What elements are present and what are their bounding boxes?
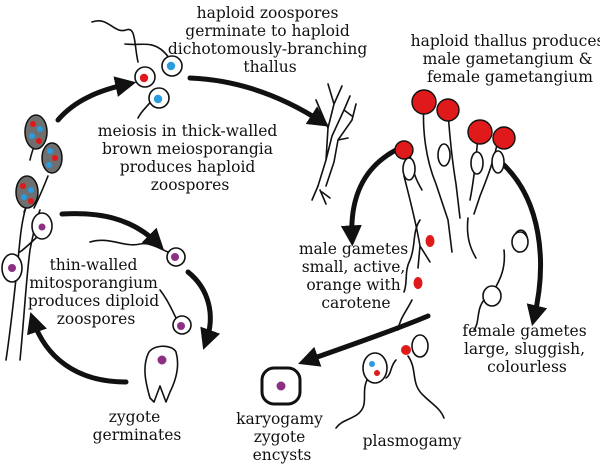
female-gametangium xyxy=(437,143,451,167)
cycle-arrows xyxy=(27,75,548,385)
germinating-haploid-thallus xyxy=(311,83,357,205)
female-gametangium xyxy=(470,151,484,175)
male-gametangium xyxy=(436,98,460,122)
arrow-zoospores-to-zygote xyxy=(185,269,221,350)
label-female-gametes: female gametes large, sluggish, colourle… xyxy=(462,322,591,376)
male-gametes xyxy=(397,219,435,331)
female-gametes xyxy=(473,229,529,331)
label-meiosis: meiosis in thick-walled brown meiosporan… xyxy=(98,122,282,194)
haploid-zoospores xyxy=(91,19,183,119)
encysted-zygote xyxy=(260,366,302,406)
male-gametangium xyxy=(467,119,493,145)
label-mitosporangium: thin-walled mitosporangium produces dipl… xyxy=(28,256,164,328)
male-gametangium xyxy=(394,140,414,160)
diploid-zoospores xyxy=(89,239,192,335)
arrow-zygote-to-mitosporangium xyxy=(27,312,129,385)
arrow-thallus-to-male-gametes xyxy=(340,147,399,247)
label-zygote-germinates: zygote germinates xyxy=(93,408,182,444)
label-plasmogamy: plasmogamy xyxy=(363,432,462,450)
plasmogamy-cells xyxy=(335,334,445,429)
haploid-gametothallus xyxy=(394,89,516,269)
meiosporangium xyxy=(24,114,48,150)
germinating-zygote xyxy=(144,345,179,403)
arrow-plasmogamy-to-karyogamy xyxy=(298,313,431,367)
label-male-gametes: male gametes small, active, orange with … xyxy=(299,240,413,312)
diploid-sporothallus xyxy=(1,114,63,361)
label-karyogamy: karyogamy zygote encysts xyxy=(236,410,328,464)
female-gametangium xyxy=(491,150,505,174)
arrow-zoospores-to-thallus xyxy=(187,75,330,127)
arrow-thallus-to-female-gametes xyxy=(501,162,548,327)
arrow-mitosporangium-to-zoospores xyxy=(59,211,164,250)
female-gametangium xyxy=(402,157,416,181)
label-haploid-thallus: haploid thallus produces male gametangiu… xyxy=(411,32,600,86)
meiosporangium xyxy=(15,175,39,209)
male-gametangium xyxy=(492,126,516,150)
label-zoospores-germinate: haploid zoospores germinate to haploid d… xyxy=(168,4,372,76)
male-gametangium xyxy=(411,89,437,115)
arrow-meiosporangia-to-zoospores xyxy=(55,76,137,123)
